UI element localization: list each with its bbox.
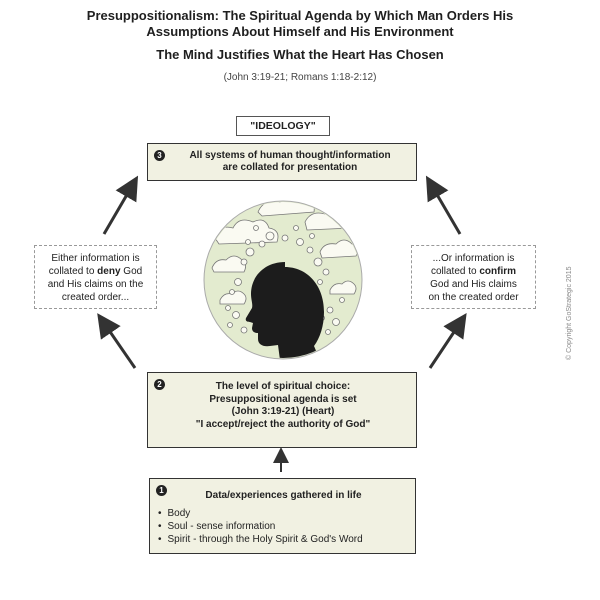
page-title-line-1: Presuppositionalism: The Spiritual Agend…: [86, 8, 514, 23]
thinking-head-illustration: [203, 200, 363, 360]
list-item: Soul - sense information: [158, 520, 363, 533]
confirm-note-line-1: ...Or information is: [432, 253, 515, 264]
confirm-note-prefix: collated to: [430, 266, 480, 277]
arrow-right-up: [425, 175, 462, 235]
arrow-left-lower: [97, 313, 137, 369]
copyright-notice: © Copyright GoStrategic 2015: [566, 266, 573, 361]
step-1-number-badge: 1: [156, 485, 167, 496]
deny-note-line-3: and His claims on the: [47, 279, 144, 290]
deny-note-box: Either information is collated to deny G…: [34, 245, 157, 309]
step-1-box: 1 Data/experiences gathered in life Body…: [149, 478, 416, 554]
arrow-right-lower: [428, 313, 467, 369]
page-title-line-2: Assumptions About Himself and His Enviro…: [146, 24, 454, 39]
deny-note-line-2: collated to deny God: [35, 265, 156, 278]
confirm-note-line-2: collated to confirm: [412, 265, 535, 278]
scripture-references: (John 3:19-21; Romans 1:18-2:12): [223, 72, 377, 83]
deny-note-line-4: created order...: [61, 292, 130, 303]
confirm-keyword: confirm: [479, 266, 517, 277]
step-3-text: All systems of human thought/information…: [170, 150, 410, 174]
deny-note-suffix: God: [120, 266, 143, 277]
step-2-line-2: Presuppositional agenda is set: [209, 393, 357, 405]
step-2-line-4: "I accept/reject the authority of God": [195, 418, 371, 430]
step-2-number-badge: 2: [154, 379, 165, 390]
step-1-title: Data/experiences gathered in life: [205, 490, 362, 501]
deny-keyword: deny: [97, 266, 121, 277]
step-3-box: 3 All systems of human thought/informati…: [147, 143, 417, 181]
confirm-note-box: ...Or information is collated to confirm…: [411, 245, 536, 309]
step-2-text: The level of spiritual choice: Presuppos…: [158, 381, 408, 431]
list-item: Spirit - through the Holy Spirit & God's…: [158, 533, 363, 546]
deny-note-prefix: collated to: [48, 266, 98, 277]
page-subtitle: The Mind Justifies What the Heart Has Ch…: [156, 47, 444, 62]
confirm-note-line-3: God and His claims: [430, 279, 517, 290]
step-3-line-1: All systems of human thought/information: [189, 150, 391, 161]
step-2-line-3: (John 3:19-21) (Heart): [231, 406, 335, 417]
arrow-left-up: [102, 175, 139, 235]
step-2-line-1: The level of spiritual choice:: [215, 381, 351, 392]
list-item: Body: [158, 507, 363, 520]
step-2-box: 2 The level of spiritual choice: Presupp…: [147, 372, 417, 448]
confirm-note-line-4: on the created order: [428, 292, 519, 303]
step-3-line-2: are collated for presentation: [222, 162, 358, 173]
step-3-number-badge: 3: [154, 150, 165, 161]
step-1-list: Body Soul - sense information Spirit - t…: [158, 507, 363, 546]
deny-note-line-1: Either information is: [51, 253, 140, 264]
ideology-label: "IDEOLOGY": [236, 116, 330, 136]
